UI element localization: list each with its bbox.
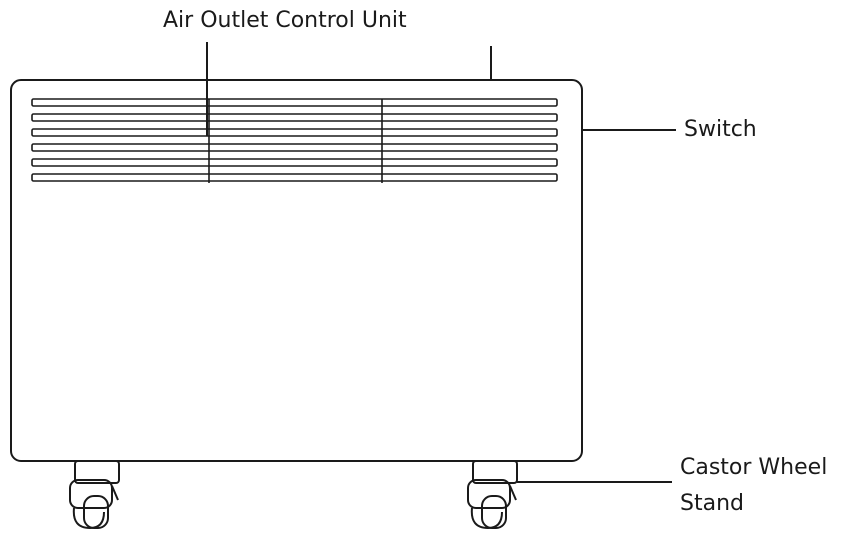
castor-wheel-right — [467, 460, 518, 530]
grille-slat — [31, 98, 558, 107]
grille-slat — [31, 173, 558, 182]
label-air-outlet-control-unit: Air Outlet Control Unit — [163, 8, 407, 33]
label-switch: Switch — [684, 117, 757, 142]
grille-slat — [31, 143, 558, 152]
label-castor-stand: Stand — [680, 491, 744, 516]
grille-slat — [31, 158, 558, 167]
label-castor-wheel: Castor Wheel — [680, 455, 828, 480]
heater-body — [10, 79, 583, 462]
grille-slat — [31, 113, 558, 122]
air-outlet-grille — [31, 98, 558, 183]
grille-slat — [31, 128, 558, 137]
castor-wheel-left — [69, 460, 120, 530]
